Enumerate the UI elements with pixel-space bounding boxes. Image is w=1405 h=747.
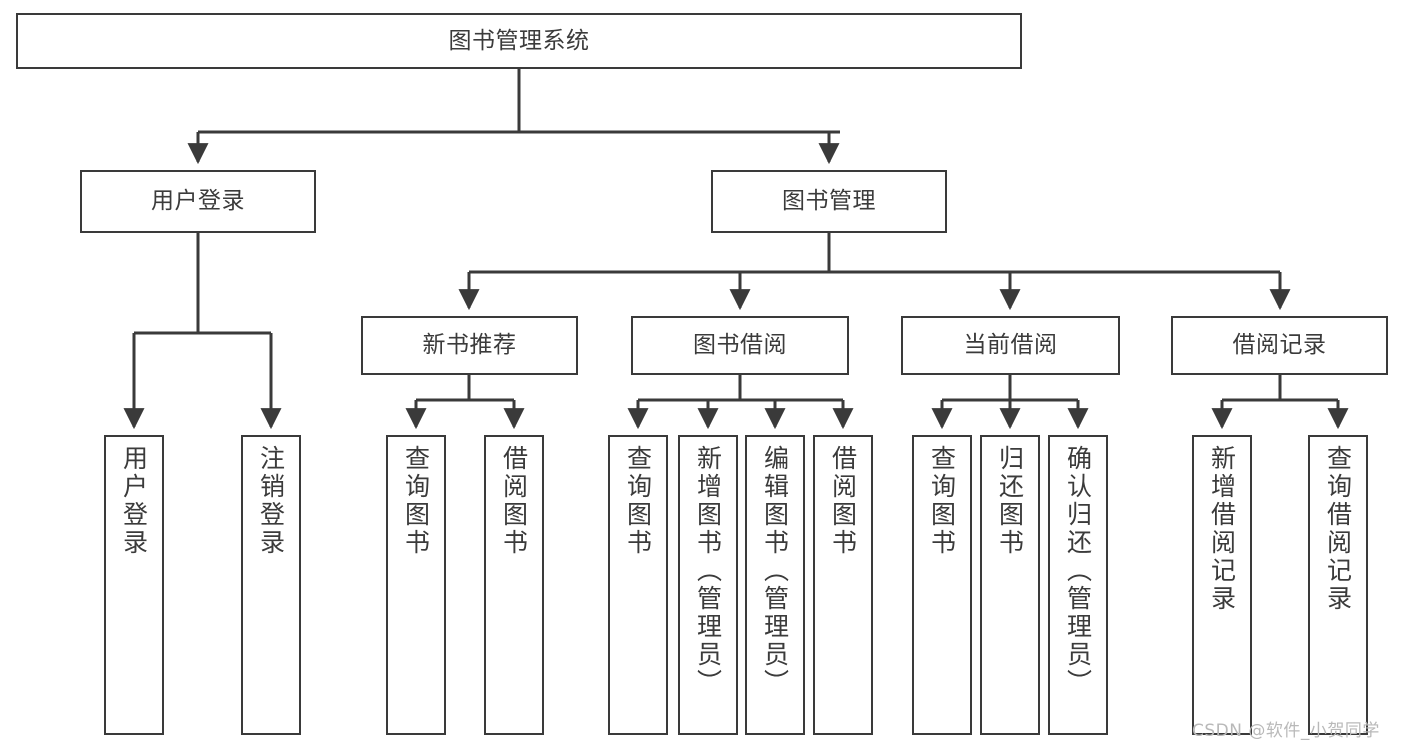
leaf-user-login[interactable]: 用户登录	[104, 435, 164, 735]
leaf-edit-book-label: 编辑图书（管理员）	[760, 445, 790, 697]
leaf-logout[interactable]: 注销登录	[241, 435, 301, 735]
leaf-query-book-3[interactable]: 查询图书	[912, 435, 972, 735]
node-new-book-recommend[interactable]: 新书推荐	[361, 316, 578, 375]
leaf-borrow-book-2[interactable]: 借阅图书	[813, 435, 873, 735]
node-root-label: 图书管理系统	[448, 27, 590, 54]
leaf-borrow-book-1[interactable]: 借阅图书	[484, 435, 544, 735]
node-book-manage-label: 图书管理	[782, 188, 876, 214]
node-root[interactable]: 图书管理系统	[16, 13, 1022, 69]
leaf-confirm-return-label: 确认归还（管理员）	[1063, 445, 1093, 697]
node-user-login[interactable]: 用户登录	[80, 170, 316, 233]
leaf-query-book-1-label: 查询图书	[401, 445, 431, 557]
leaf-user-login-label: 用户登录	[119, 445, 149, 557]
leaf-add-record[interactable]: 新增借阅记录	[1192, 435, 1252, 735]
node-current-borrow-label: 当前借阅	[963, 332, 1058, 358]
leaf-query-book-1[interactable]: 查询图书	[386, 435, 446, 735]
leaf-add-record-label: 新增借阅记录	[1207, 445, 1237, 613]
leaf-return-book-label: 归还图书	[995, 445, 1025, 557]
leaf-add-book-label: 新增图书（管理员）	[693, 445, 723, 697]
leaf-add-book[interactable]: 新增图书（管理员）	[678, 435, 738, 735]
leaf-query-book-2[interactable]: 查询图书	[608, 435, 668, 735]
node-new-book-recommend-label: 新书推荐	[422, 332, 517, 358]
leaf-borrow-book-1-label: 借阅图书	[499, 445, 529, 557]
node-book-borrow-label: 图书借阅	[693, 332, 787, 358]
leaf-confirm-return[interactable]: 确认归还（管理员）	[1048, 435, 1108, 735]
node-user-login-label: 用户登录	[151, 188, 245, 214]
leaf-logout-label: 注销登录	[256, 445, 286, 557]
node-book-borrow[interactable]: 图书借阅	[631, 316, 849, 375]
leaf-query-record[interactable]: 查询借阅记录	[1308, 435, 1368, 735]
leaf-query-book-2-label: 查询图书	[623, 445, 653, 557]
node-current-borrow[interactable]: 当前借阅	[901, 316, 1120, 375]
leaf-return-book[interactable]: 归还图书	[980, 435, 1040, 735]
leaf-query-record-label: 查询借阅记录	[1323, 445, 1353, 613]
node-book-manage[interactable]: 图书管理	[711, 170, 947, 233]
node-borrow-record-label: 借阅记录	[1232, 332, 1327, 358]
watermark: CSDN @软件_小贺同学	[1192, 721, 1380, 741]
leaf-borrow-book-2-label: 借阅图书	[828, 445, 858, 557]
node-borrow-record[interactable]: 借阅记录	[1171, 316, 1388, 375]
leaf-query-book-3-label: 查询图书	[927, 445, 957, 557]
leaf-edit-book[interactable]: 编辑图书（管理员）	[745, 435, 805, 735]
